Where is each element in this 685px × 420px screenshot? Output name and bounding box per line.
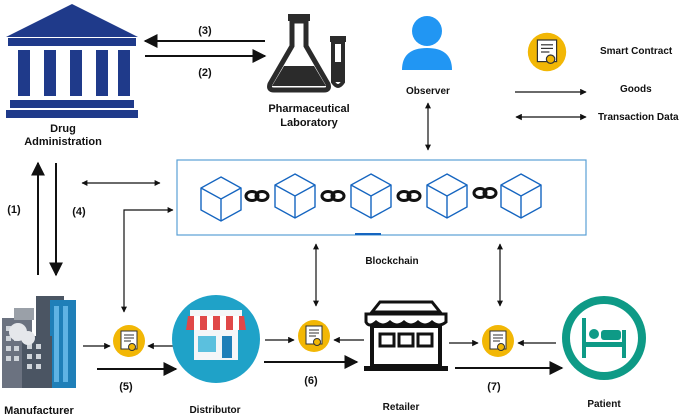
- step-6-label: (6): [304, 375, 318, 387]
- step-2-label: (2): [198, 67, 212, 79]
- legend-goods-label: Goods: [620, 84, 652, 95]
- step-3-label: (3): [198, 25, 212, 37]
- observer-label: Observer: [406, 86, 450, 97]
- observer-icon: [402, 16, 452, 70]
- manufacturer-label: Manufacturer: [4, 405, 74, 417]
- step-1-label: (1): [7, 204, 21, 216]
- retailer-label: Retailer: [383, 402, 420, 413]
- legend-smart-contract-icon: [527, 32, 567, 72]
- step-5-label: (5): [119, 381, 133, 393]
- distributor-label: Distributor: [189, 405, 240, 416]
- drug-administration-icon: [6, 4, 138, 118]
- legend-transaction-label: Transaction Data: [598, 112, 679, 123]
- manufacturer-icon: [2, 296, 76, 388]
- blockchain-contract1-arrow: [121, 207, 174, 313]
- patient-label: Patient: [587, 399, 621, 410]
- distributor-icon: [172, 295, 260, 383]
- legend-smart-contract-label: Smart Contract: [600, 46, 673, 57]
- step-7-label: (7): [487, 381, 501, 393]
- patient-icon: [562, 296, 646, 380]
- flask-icon: [267, 14, 346, 93]
- step-4-label: (4): [72, 206, 86, 218]
- pharma-lab-label-1: Pharmaceutical: [268, 103, 349, 115]
- retailer-icon: [364, 300, 448, 371]
- smart-contract-1-icon: [112, 324, 146, 358]
- pharma-lab-label-2: Laboratory: [280, 117, 338, 129]
- smart-contract-2-icon: [297, 319, 331, 353]
- drug-admin-label-2: Administration: [24, 136, 102, 148]
- drug-admin-label-1: Drug: [50, 123, 76, 135]
- smart-contract-3-icon: [481, 324, 515, 358]
- blockchain-label: Blockchain: [365, 256, 418, 267]
